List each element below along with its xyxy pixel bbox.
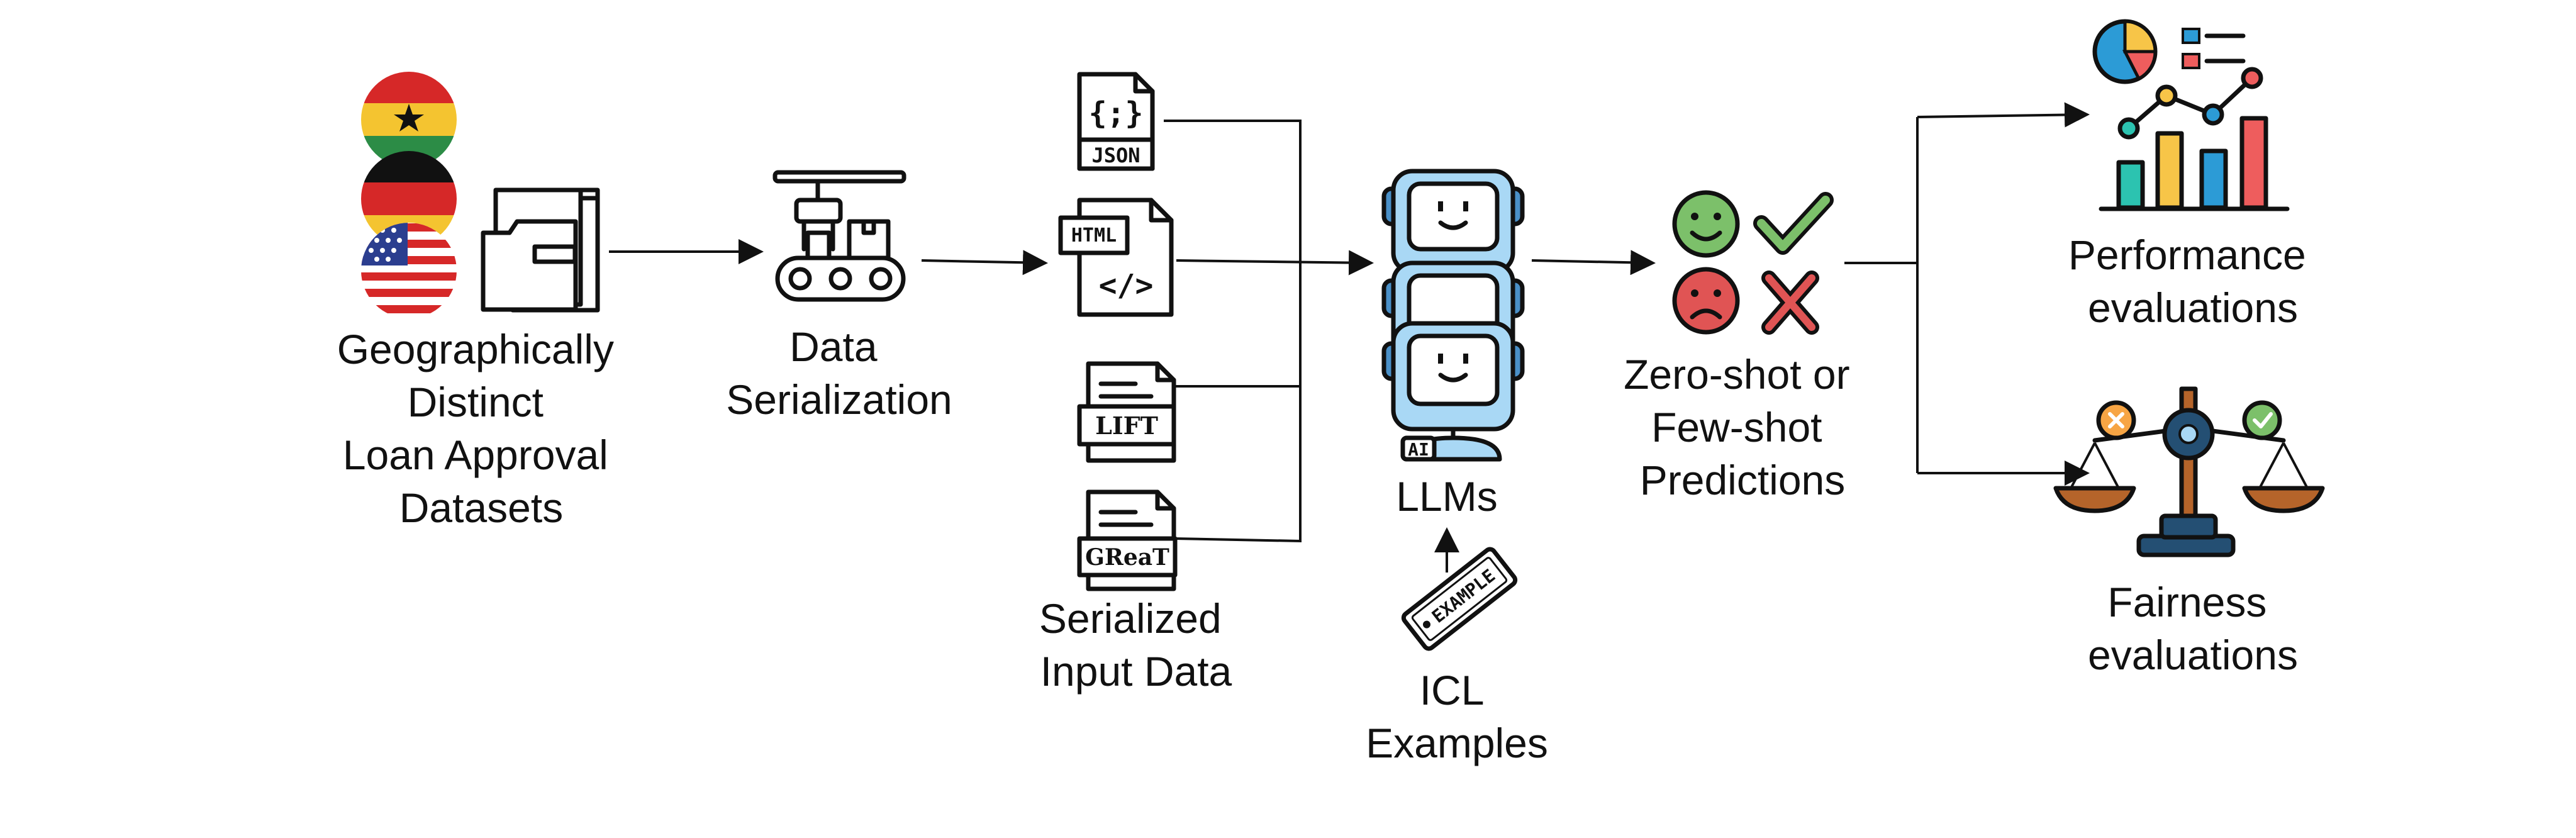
svg-text:HTML: HTML [1071, 225, 1117, 247]
bracket-formats-to-llm [1164, 120, 1302, 543]
svg-text:{;}: {;} [1089, 96, 1144, 131]
icl-example-card-icon: EXAMPLE [1401, 547, 1518, 651]
llm-robot-icon [1381, 169, 1525, 274]
svg-text:GReaT: GReaT [1085, 544, 1169, 571]
arrow-formats-to-llm [1176, 250, 1374, 276]
bracket-predictions-to-evaluations [1844, 117, 1919, 473]
llm-robot-icon: AI [1381, 321, 1525, 462]
svg-text:</>: </> [1099, 268, 1154, 303]
arrow-serialization-to-formats [921, 250, 1048, 276]
folder-icon [481, 187, 600, 313]
html-file-icon: HTML </> [1058, 198, 1174, 317]
connectors [609, 102, 2090, 573]
fairness-label: Fairness evaluations [2088, 579, 2298, 678]
predictions-label: Zero-shot or Few-shot Predictions [1624, 351, 1861, 503]
performance-label: Performance evaluations [2068, 232, 2317, 331]
lift-file-icon: LIFT [1077, 361, 1176, 463]
conveyor-icon [772, 170, 906, 302]
sad-face-icon [1672, 267, 1740, 335]
llms-label: LLMs [1396, 473, 1497, 520]
svg-text:AI: AI [1408, 439, 1429, 460]
great-file-icon: GReaT [1077, 489, 1178, 591]
datasets-label: Geographically Distinct Loan Approval Da… [337, 326, 626, 531]
usa-flag [361, 223, 457, 318]
serialized-input-label: Serialized Input Data [1039, 595, 1233, 695]
svg-text:JSON: JSON [1091, 143, 1140, 167]
serialization-label: Data Serialization [726, 323, 952, 423]
arrow-llm-to-predictions [1531, 250, 1656, 276]
icl-label: ICL Examples [1366, 667, 1548, 766]
cross-icon [1761, 271, 1819, 335]
json-file-icon: {;} JSON [1077, 72, 1155, 171]
happy-face-icon [1672, 190, 1740, 258]
check-icon [1753, 192, 1834, 255]
arrow-to-performance [1917, 102, 2090, 128]
performance-chart-icon [2092, 19, 2290, 211]
fairness-scale-icon [2053, 386, 2325, 557]
svg-text:LIFT: LIFT [1095, 411, 1158, 440]
